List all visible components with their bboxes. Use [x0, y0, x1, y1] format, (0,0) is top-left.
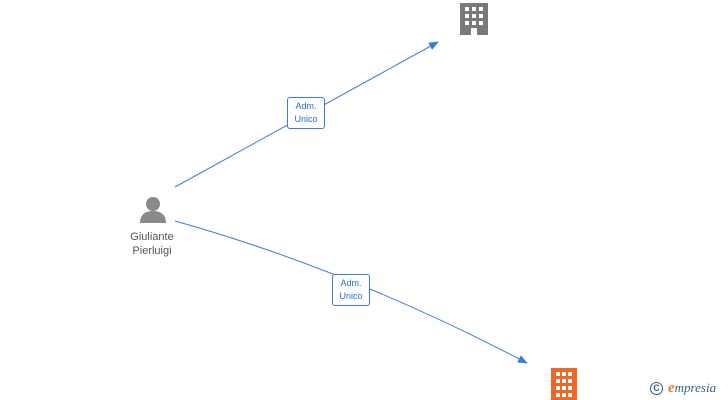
- brand-name: empresia: [668, 380, 716, 397]
- person-name-label[interactable]: Giuliante Pierluigi: [112, 230, 192, 258]
- brand-rest: mpresia: [674, 379, 717, 395]
- person-name-line1: Giuliante: [130, 231, 174, 243]
- edge-label-line1: Adm.: [295, 101, 317, 111]
- building-icon[interactable]: [551, 368, 577, 400]
- edge-label-line2: Unico: [294, 114, 318, 124]
- edge-label-line2: Unico: [339, 291, 363, 301]
- edge-label-role: Adm. Unico: [332, 274, 370, 306]
- building-icon[interactable]: [460, 3, 488, 35]
- copyright-icon: C: [650, 381, 663, 395]
- person-name-line2: Pierluigi: [132, 245, 172, 257]
- edge-label-line1: Adm.: [340, 278, 362, 288]
- brand-first-letter: e: [668, 379, 675, 396]
- person-icon[interactable]: [140, 197, 166, 223]
- brand-watermark: C empresia: [650, 378, 716, 398]
- edge-label-role: Adm. Unico: [287, 97, 325, 129]
